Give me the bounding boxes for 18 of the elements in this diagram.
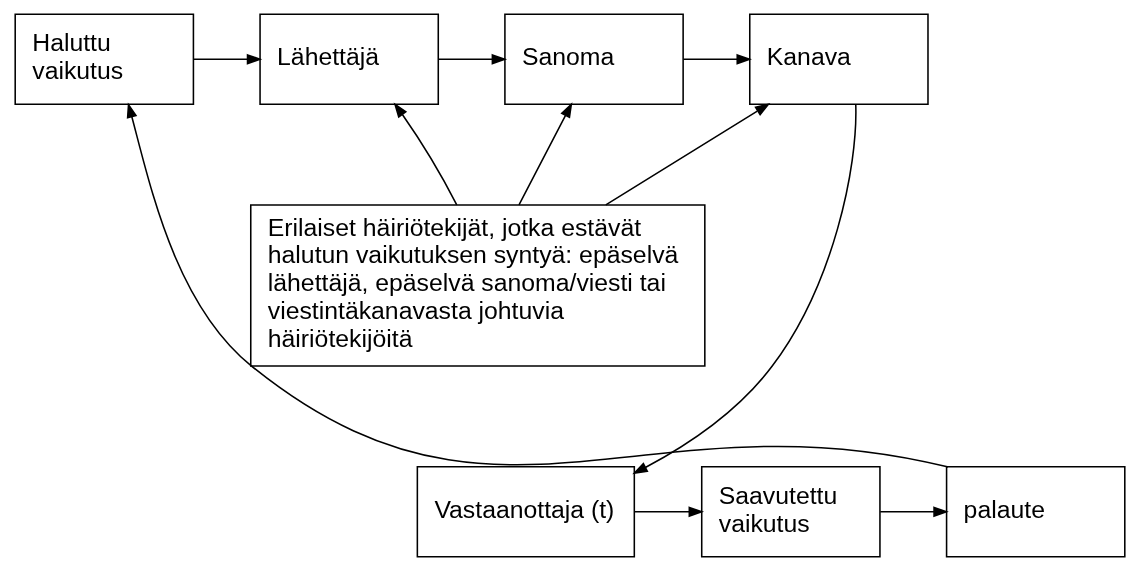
node-box: Kanava xyxy=(748,13,929,105)
node-box: Haluttu vaikutus xyxy=(13,13,194,105)
arrow xyxy=(604,103,770,206)
node-box: Lähettäjä xyxy=(258,13,439,105)
arrow xyxy=(879,506,949,518)
node-box: Sanoma xyxy=(503,13,684,105)
arrow xyxy=(517,102,572,206)
node-box: Saavutettu vaikutus xyxy=(700,466,881,558)
node-box: Vastaanottaja (t) xyxy=(416,466,635,558)
arrow xyxy=(682,53,752,65)
node-box: palaute xyxy=(945,466,1126,558)
arrow xyxy=(393,102,458,206)
node-box: Erilaiset häiriötekijät, jotka estävät halutun vaikutuksen syntyä: epäselvä lähettäjä, epäselvä sanoma/viesti tai viestintäkanavasta johtuvia häiriötekijöitä xyxy=(249,204,706,367)
arrow xyxy=(437,53,507,65)
arrow xyxy=(126,102,949,468)
arrow xyxy=(631,103,857,475)
arrow xyxy=(633,506,704,518)
arrow xyxy=(192,53,262,65)
